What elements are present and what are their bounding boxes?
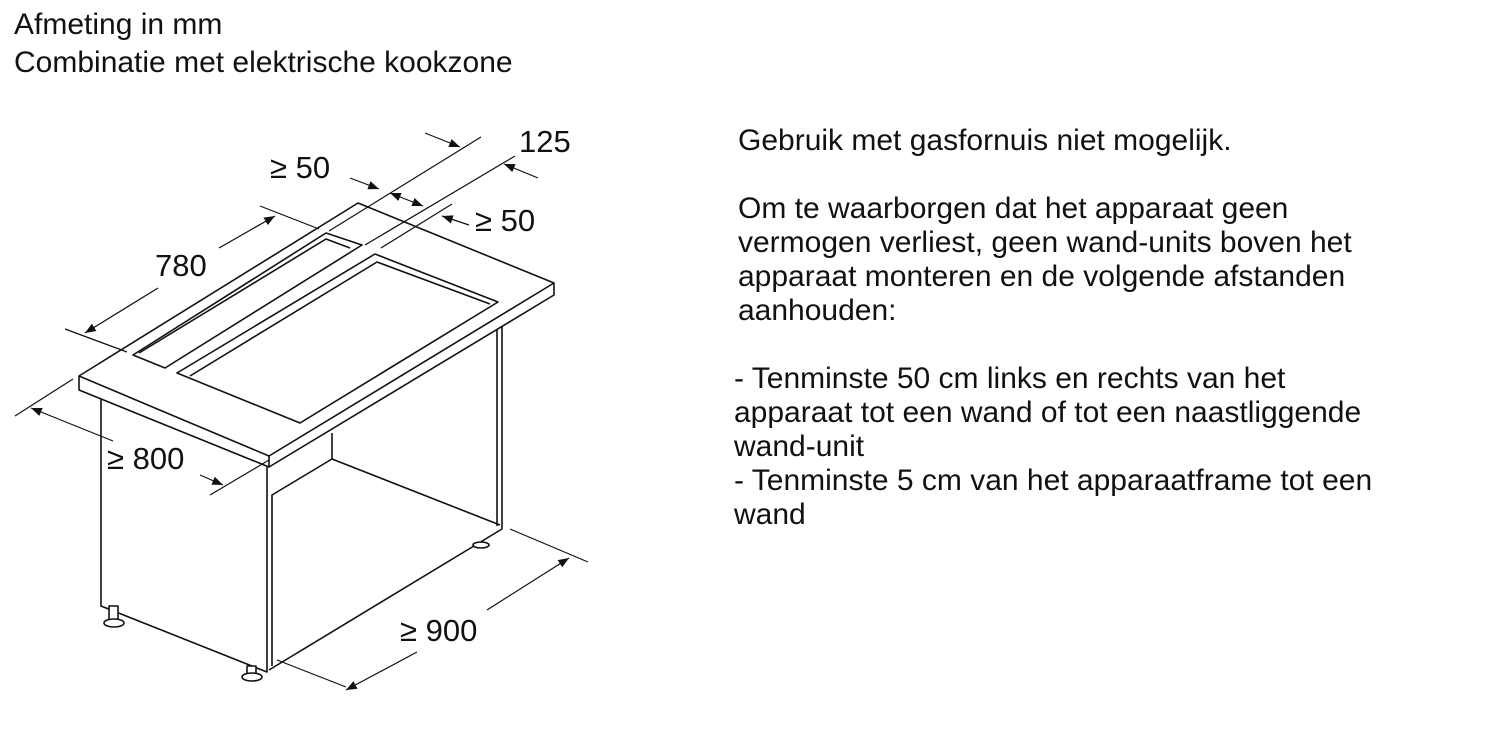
dimension-lines bbox=[14, 132, 589, 691]
cabinet bbox=[100, 325, 503, 673]
dim-frame: 125 bbox=[519, 124, 571, 159]
page-subtitle: Combinatie met elektrische kookzone bbox=[14, 46, 513, 79]
dim-depth: 780 bbox=[155, 248, 207, 283]
dim-width-min: ≥ 800 bbox=[107, 441, 184, 476]
installation-notes: Gebruik met gasfornuis niet mogelijk. Om… bbox=[734, 124, 1458, 532]
cabinet-feet bbox=[103, 541, 490, 682]
dim-depth-min: ≥ 900 bbox=[400, 613, 477, 648]
dim-gap-left: ≥ 50 bbox=[270, 150, 330, 185]
installation-diagram: ≥ 50 125 ≥ 50 780 ≥ 800 ≥ 900 bbox=[14, 124, 589, 691]
rule-item: - Tenminste 50 cm links en rechts van he… bbox=[734, 362, 1362, 463]
dim-gap-right: ≥ 50 bbox=[475, 203, 535, 238]
countertop bbox=[78, 202, 555, 468]
rule-item: - Tenminste 5 cm van het apparaatframe t… bbox=[734, 464, 1373, 531]
page-title: Afmeting in mm bbox=[14, 8, 223, 41]
induction-hob bbox=[176, 253, 499, 424]
downdraft-extractor bbox=[132, 232, 363, 369]
notes-intro: Om te waarborgen dat het apparaat geen v… bbox=[738, 192, 1352, 327]
gas-warning: Gebruik met gasfornuis niet mogelijk. bbox=[738, 124, 1232, 157]
